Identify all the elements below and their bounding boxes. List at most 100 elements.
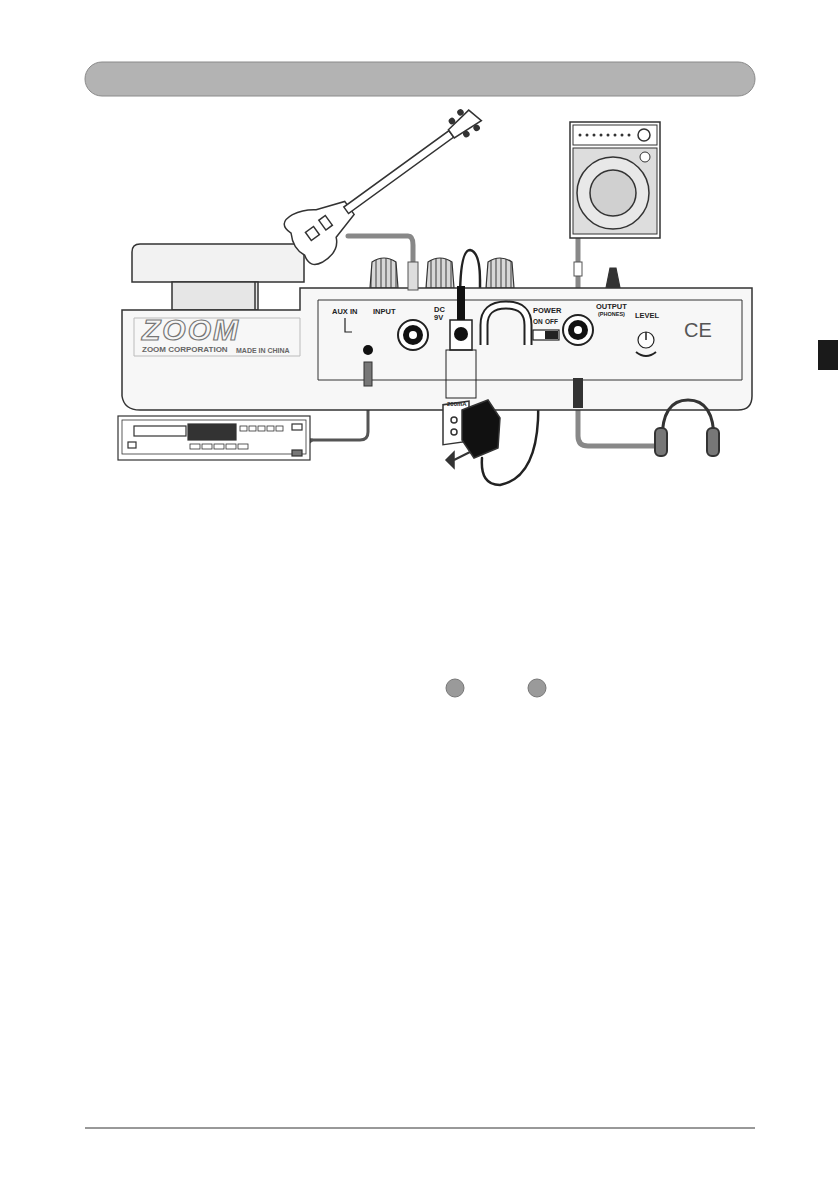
amplifier-part — [577, 157, 649, 229]
cable-hook-part — [484, 305, 528, 345]
cable-hook-part — [484, 305, 528, 345]
pedal-body-part — [318, 300, 742, 380]
dc-jack-part — [450, 320, 472, 350]
cd-buttons-part — [214, 444, 224, 449]
knobs-part — [426, 258, 454, 288]
ac-adapter — [443, 400, 500, 468]
jack-label: (PHONES) — [598, 312, 625, 318]
amp-knobs-part — [579, 134, 582, 137]
cd-buttons-part — [202, 444, 212, 449]
power-switch — [533, 330, 559, 340]
pedal-body-part — [122, 288, 752, 410]
input-plug — [408, 262, 418, 290]
cd-player-part — [188, 424, 236, 440]
jack-label: DC 9V — [434, 306, 448, 322]
knobs-part — [606, 268, 620, 288]
amplifier-part — [573, 125, 657, 145]
amp-knobs-part — [614, 134, 617, 137]
footer-rule-part — [85, 1128, 755, 1129]
cable-hook — [484, 305, 528, 345]
switch-position: OFF — [545, 319, 558, 326]
power-switch-part — [533, 330, 559, 340]
bass-guitar-part — [457, 109, 464, 116]
level-knob — [636, 332, 656, 356]
cd-player-part — [118, 416, 310, 460]
origin-note: MADE IN CHINA — [236, 347, 290, 354]
expression-pedal-part — [254, 282, 256, 310]
expression-pedal — [132, 244, 304, 310]
bass-guitar — [279, 92, 494, 270]
bass-guitar-part — [319, 216, 333, 230]
cd-player-part — [128, 442, 136, 448]
cd-buttons-part — [276, 426, 283, 431]
ac-adapter-part — [451, 417, 457, 423]
output-jack-part — [568, 320, 588, 340]
amplifier-part — [590, 170, 636, 216]
level-knob-part — [638, 332, 654, 348]
amp-knobs-part — [593, 134, 596, 137]
switch-position: ON — [533, 319, 543, 326]
footer-rule — [85, 1128, 755, 1129]
ac-adapter-part — [462, 400, 500, 458]
aux-in-jack-part — [363, 345, 373, 355]
aux-plug-part — [364, 362, 372, 386]
output-jack-part — [574, 262, 582, 276]
knob-label: LEVEL — [635, 312, 659, 320]
cd-player-part — [292, 450, 302, 456]
expression-pedal-part — [132, 244, 304, 282]
pedal-body — [122, 288, 752, 410]
logo: ZOOM — [142, 314, 240, 346]
bass-guitar-part — [305, 227, 319, 241]
output-jack — [563, 262, 593, 408]
amplifier-part — [570, 122, 660, 238]
header-bar — [85, 62, 755, 96]
bass-guitar-part — [344, 131, 454, 214]
power-switch-part — [545, 331, 558, 339]
headphones — [655, 400, 719, 456]
amp-knobs-part — [586, 134, 589, 137]
expression-pedal-part — [172, 282, 258, 310]
cd-buttons — [190, 426, 283, 449]
dc-jack-part — [457, 286, 465, 320]
dc-jack-part — [454, 327, 468, 341]
cd-buttons-part — [240, 426, 247, 431]
ac-adapter-part — [451, 429, 457, 435]
knobs-part — [370, 258, 398, 288]
amp-knobs-part — [621, 134, 624, 137]
knobs-part — [486, 258, 514, 288]
amp-knobs-part — [607, 134, 610, 137]
bass-guitar-part — [463, 131, 470, 138]
mid-dots-part — [528, 679, 546, 697]
bass-guitar-part — [446, 108, 481, 140]
cd-player — [118, 416, 310, 460]
header-bar-part — [85, 62, 755, 96]
mid-dots — [446, 679, 546, 697]
input-jack-part — [409, 331, 417, 339]
cd-player-part — [122, 420, 306, 454]
amp-knobs — [579, 134, 631, 137]
cd-buttons-part — [238, 444, 248, 449]
amplifier-part — [573, 148, 657, 234]
headphones-part — [707, 428, 719, 456]
amp-knobs-part — [600, 134, 603, 137]
input-jack-part — [403, 325, 423, 345]
cd-buttons-part — [258, 426, 265, 431]
maker-name: ZOOM CORPORATION — [142, 346, 228, 354]
side-tab-part — [818, 340, 838, 370]
cd-player-part — [134, 426, 186, 436]
cd-buttons-part — [249, 426, 256, 431]
level-knob-part — [636, 352, 656, 356]
jack-label: OUTPUT — [596, 303, 627, 311]
input-plug-part — [408, 262, 418, 290]
amplifier — [570, 122, 660, 238]
aux-in-jack-part — [345, 318, 352, 332]
input-jack — [398, 320, 428, 350]
aux-plug — [364, 362, 372, 386]
cd-buttons-part — [267, 426, 274, 431]
certification-mark: CE — [684, 320, 712, 341]
jack-label: AUX IN — [332, 308, 357, 316]
cd-buttons-part — [226, 444, 236, 449]
amplifier-part — [638, 129, 650, 141]
